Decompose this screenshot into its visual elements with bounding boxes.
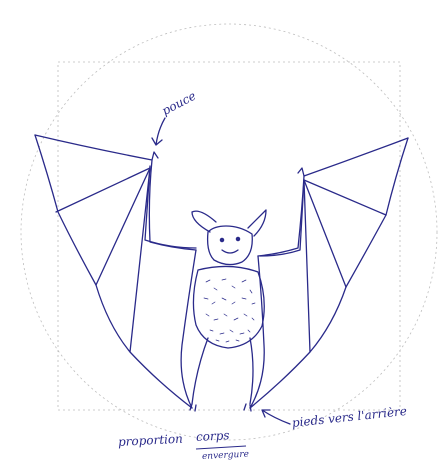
right-ear — [248, 210, 266, 236]
head-outline — [208, 226, 253, 265]
left-wing-inner — [181, 250, 196, 408]
body-outline — [193, 266, 264, 348]
right-wing-membrane-edge — [250, 138, 408, 408]
left-leg — [192, 338, 208, 404]
guide-square — [58, 62, 400, 410]
left-thumb — [152, 152, 158, 160]
thumb-arrow — [152, 118, 165, 145]
right-leg — [250, 338, 253, 404]
bat-head — [192, 210, 266, 265]
left-wing-leading-edge — [35, 135, 196, 250]
left-wing — [35, 135, 196, 408]
left-finger-2 — [96, 168, 150, 285]
feet-arrow — [262, 410, 290, 424]
guide-circle — [21, 24, 437, 440]
left-wing-membrane-edge — [35, 135, 192, 408]
ratio-numerator-label: corps — [196, 428, 230, 444]
right-arm — [260, 180, 304, 256]
right-finger-3 — [304, 180, 310, 352]
right-thumb — [298, 168, 304, 176]
construction-guides — [21, 24, 437, 440]
ratio-line — [196, 446, 246, 449]
right-wing — [250, 138, 408, 408]
bat-body — [193, 266, 264, 348]
right-finger-2 — [304, 180, 346, 287]
left-arm — [145, 166, 196, 248]
left-finger-3 — [130, 168, 150, 352]
right-eye — [236, 237, 239, 240]
body-fur — [204, 279, 255, 342]
mouth — [222, 250, 238, 253]
bat-legs — [152, 118, 290, 424]
left-finger-1 — [56, 168, 150, 212]
left-eye — [220, 238, 223, 241]
right-wing-leading-edge — [258, 138, 408, 256]
